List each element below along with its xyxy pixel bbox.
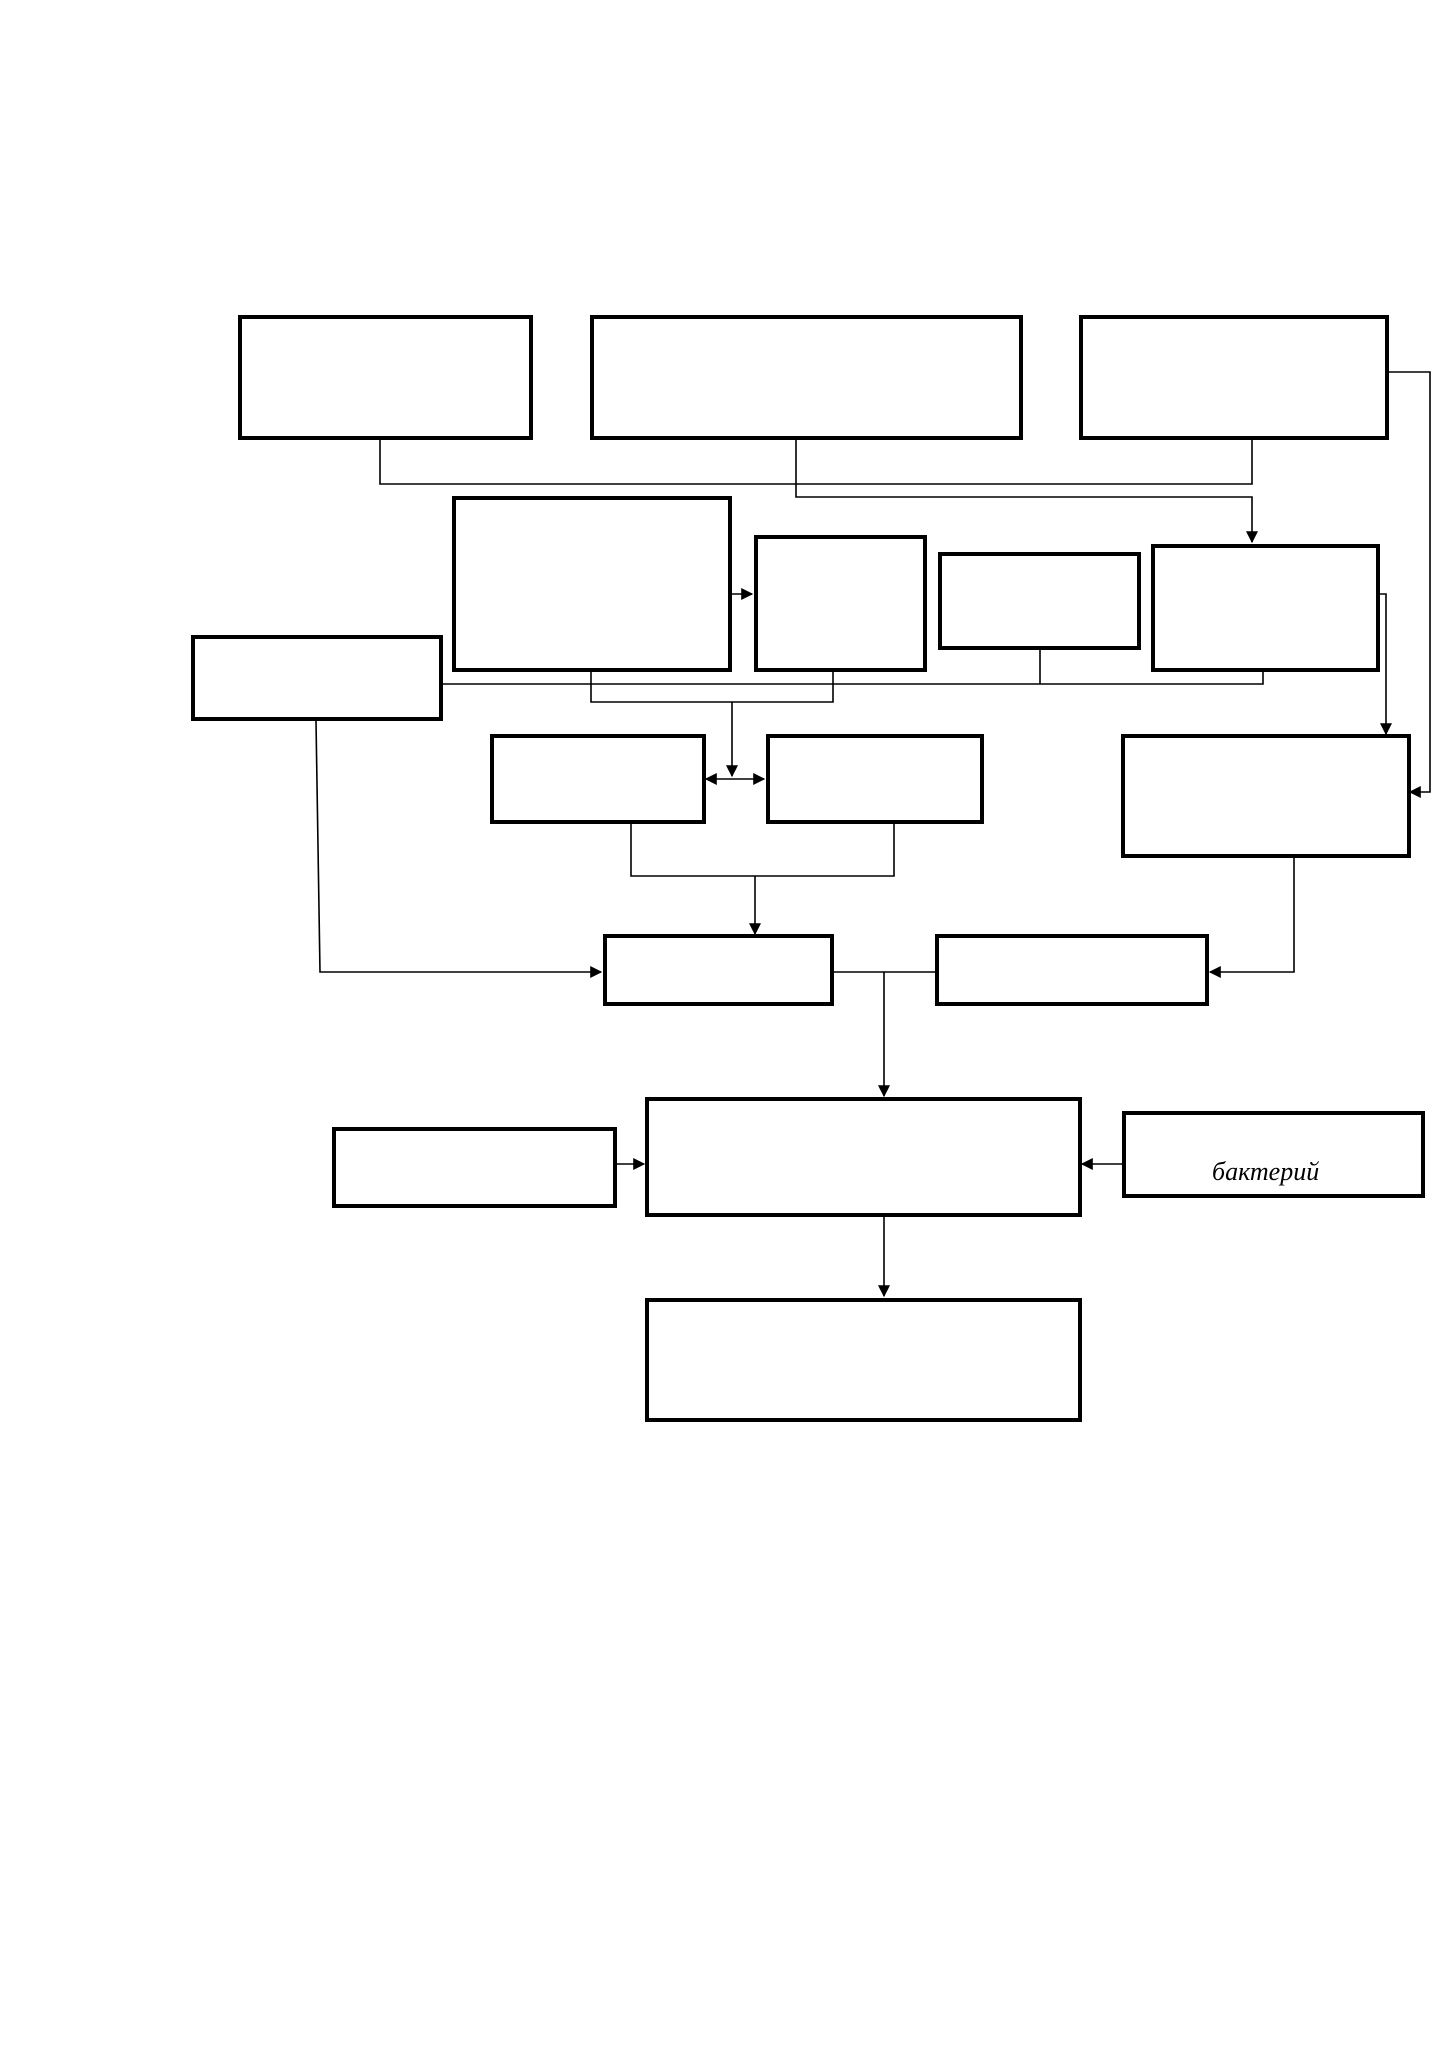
box-top-center bbox=[590, 315, 1023, 440]
box-row3-left bbox=[490, 734, 706, 824]
box-row4-left bbox=[603, 934, 834, 1006]
connector-r3-pair-join bbox=[630, 824, 895, 877]
connector-left-to-r4-left bbox=[315, 720, 603, 978]
connector-r2-right-to-r3-right bbox=[1378, 593, 1392, 736]
bacteria-label: бактерий bbox=[1212, 1157, 1320, 1186]
box-far-left bbox=[191, 635, 443, 721]
connector-top-join bbox=[379, 440, 1253, 485]
box-row3-mid bbox=[766, 734, 984, 824]
box-central bbox=[645, 1097, 1082, 1217]
box-bacteria: бактерий bbox=[1122, 1111, 1425, 1198]
connector-r3-right-to-r4-right bbox=[1208, 858, 1295, 978]
box-top-right bbox=[1079, 315, 1389, 440]
connector-row2-bus bbox=[442, 672, 1264, 685]
box-row4-right bbox=[935, 934, 1209, 1006]
box-row2-d bbox=[1151, 544, 1380, 672]
box-input-left bbox=[332, 1127, 617, 1208]
box-row2-c bbox=[938, 552, 1141, 650]
box-top-left bbox=[238, 315, 533, 440]
connector-top-right-side bbox=[1387, 371, 1431, 798]
connector-r2-ab-join bbox=[590, 672, 834, 703]
connector-top-mid-to-r2-right bbox=[795, 440, 1258, 544]
box-row2-b bbox=[754, 535, 927, 672]
box-bottom bbox=[645, 1298, 1082, 1422]
box-row2-a bbox=[452, 496, 732, 672]
box-row3-right bbox=[1121, 734, 1411, 858]
